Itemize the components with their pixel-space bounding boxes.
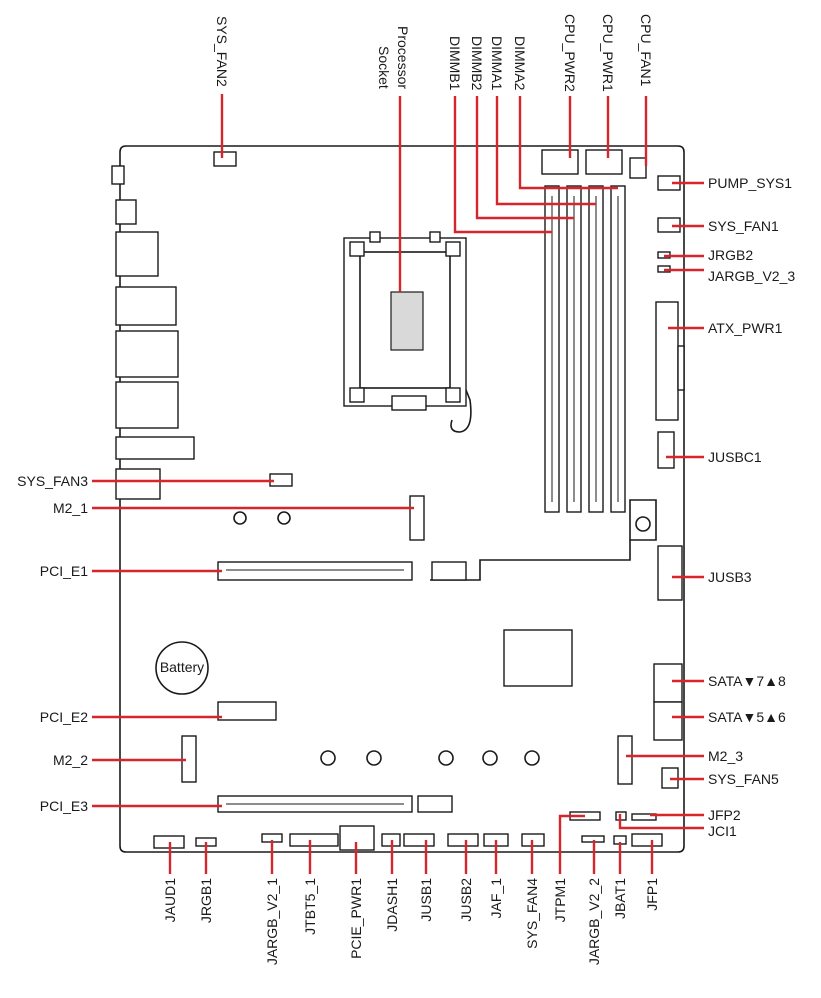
label-m2-2: M2_2 [53,752,88,768]
rear-io [111,165,195,500]
label-jbat1: JBAT1 [612,878,628,919]
label-sata-5-6: SATA▼5▲6 [708,709,786,725]
label-m2-1: M2_1 [53,500,88,516]
label-pcie-pwr1: PCIE_PWR1 [348,878,364,959]
processor-socket [343,231,472,433]
label-jaud1: JAUD1 [162,878,178,923]
label-jargb-v2-3: JARGB_V2_3 [708,268,795,284]
label-cpu-pwr2: CPU_PWR2 [562,14,578,92]
dimm-slots [544,185,626,513]
leader-lines-bottom [168,814,654,874]
label-jfp2: JFP2 [708,807,741,823]
label-atx-pwr1: ATX_PWR1 [708,320,783,336]
label-pci-e3: PCI_E3 [40,798,88,814]
label-sata-7-8: SATA▼7▲8 [708,673,786,689]
label-jtbt5-1: JTBT5_1 [302,878,318,935]
label-jtpm1: JTPM1 [552,878,568,923]
label-jusb3: JUSB3 [708,569,752,585]
label-dimma1: DIMMA1 [489,36,505,91]
label-jfp1: JFP1 [644,878,660,911]
label-jci1: JCI1 [708,823,737,839]
label-sys-fan2: SYS_FAN2 [214,16,230,87]
label-processor: Processor [395,26,411,89]
label-jargb-v2-1: JARGB_V2_1 [264,878,280,965]
label-jargb-v2-2: JARGB_V2_2 [586,878,602,965]
labels-bottom: JAUD1 JRGB1 JARGB_V2_1 JTBT5_1 PCIE_PWR1… [162,878,660,965]
battery-label: Battery [160,659,204,675]
cpu-power-connectors [541,149,647,179]
leader-lines-top [220,94,648,292]
label-socket: Socket [376,46,392,89]
label-sys-fan4: SYS_FAN4 [524,878,540,949]
labels-left: SYS_FAN3 M2_1 PCI_E1 PCI_E2 M2_2 PCI_E3 [17,473,88,814]
label-jaf-1: JAF_1 [488,878,504,919]
label-cpu-pwr1: CPU_PWR1 [600,14,616,92]
label-sys-fan1: SYS_FAN1 [708,218,779,234]
label-dimmb1: DIMMB1 [447,36,463,91]
label-pump-sys1: PUMP_SYS1 [708,175,792,191]
label-cpu-fan1: CPU_FAN1 [638,14,654,87]
label-pci-e2: PCI_E2 [40,709,88,725]
labels-top: SYS_FAN2 Processor Socket DIMMB1 DIMMB2 … [214,14,654,92]
label-jdash1: JDASH1 [384,878,400,932]
label-jusbc1: JUSBC1 [708,449,762,465]
right-headers [615,175,685,821]
label-jrgb2: JRGB2 [708,247,753,263]
label-m2-3: M2_3 [708,748,743,764]
labels-right: PUMP_SYS1 SYS_FAN1 JRGB2 JARGB_V2_3 ATX_… [708,175,795,839]
label-pci-e1: PCI_E1 [40,563,88,579]
label-jrgb1: JRGB1 [198,878,214,923]
bottom-headers [153,825,663,851]
label-sys-fan3: SYS_FAN3 [17,473,88,489]
label-sys-fan5: SYS_FAN5 [708,771,779,787]
board-outline [119,145,685,853]
label-dimma2: DIMMA2 [512,36,528,91]
label-jusb1: JUSB1 [418,878,434,922]
leader-lines-left [92,479,414,808]
label-jusb2: JUSB2 [458,878,474,922]
label-dimmb2: DIMMB2 [469,36,485,91]
leader-lines-right [618,181,704,830]
